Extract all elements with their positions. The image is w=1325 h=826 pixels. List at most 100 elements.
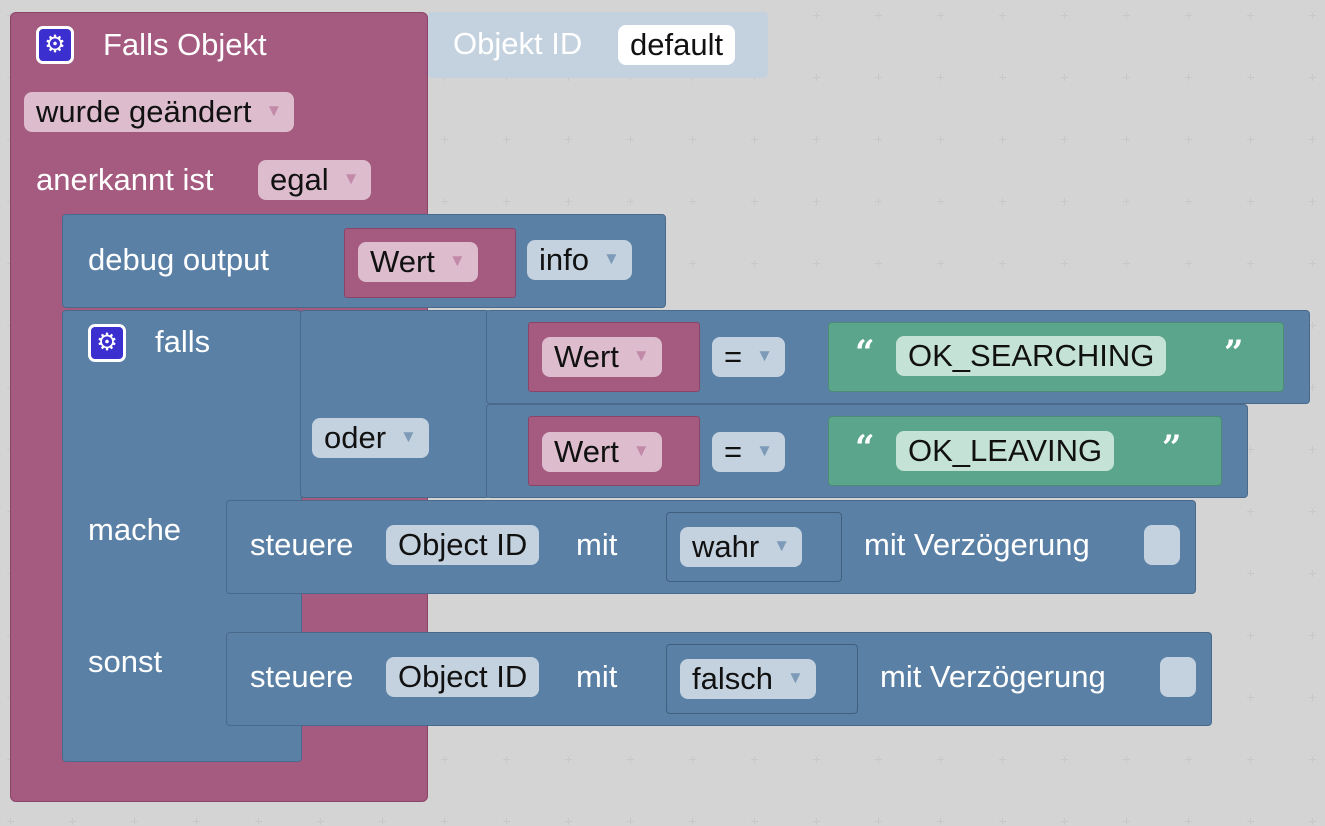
grid-dot [1061, 136, 1068, 143]
logic-or-block[interactable] [300, 310, 490, 498]
control-else-label: steuere [250, 659, 354, 694]
event-title: Falls Objekt [103, 27, 267, 62]
grid-dot [503, 818, 510, 825]
grid-dot [1309, 632, 1316, 639]
grid-dot [317, 818, 324, 825]
grid-dot [813, 12, 820, 19]
control-do-object-id[interactable]: Object ID [386, 525, 540, 565]
cond1-text-value[interactable]: OK_SEARCHING [896, 336, 1167, 376]
grid-dot [1247, 694, 1254, 701]
grid-dot [1061, 756, 1068, 763]
grid-dot [689, 136, 696, 143]
grid-dot [627, 756, 634, 763]
cond2-var-value: Wert [554, 434, 619, 469]
grid-dot [565, 818, 572, 825]
grid-dot [1123, 818, 1130, 825]
grid-dot [937, 260, 944, 267]
control-else-delay-label: mit Verzögerung [880, 659, 1106, 694]
grid-dot [875, 12, 882, 19]
grid-dot [813, 136, 820, 143]
control-do-delay-label: mit Verzögerung [864, 527, 1090, 562]
control-else-value-dropdown[interactable]: falsch▼ [680, 659, 816, 699]
cond2-op-dropdown[interactable]: =▼ [712, 432, 785, 472]
ack-value: egal [270, 162, 329, 197]
debug-label: debug output [88, 242, 270, 277]
grid-dot [565, 136, 572, 143]
cond2-var-dropdown[interactable]: Wert ▼ [542, 432, 662, 472]
debug-var-dropdown[interactable]: Wert▼ [358, 242, 478, 282]
control-do-delay-checkbox[interactable] [1144, 525, 1180, 565]
cond2-op-value: = [724, 434, 743, 469]
triangle-down-icon: ▼ [632, 345, 650, 365]
grid-dot [689, 756, 696, 763]
grid-dot [1247, 136, 1254, 143]
grid-dot [1185, 198, 1192, 205]
logic-op-value: oder [324, 420, 387, 455]
grid-dot [193, 818, 200, 825]
control-do-value: wahr [692, 529, 760, 564]
grid-dot [1123, 12, 1130, 19]
grid-dot [999, 74, 1006, 81]
grid-dot [875, 818, 882, 825]
triangle-down-icon: ▼ [773, 535, 791, 555]
grid-dot [751, 136, 758, 143]
grid-dot [441, 136, 448, 143]
grid-dot [1247, 818, 1254, 825]
grid-dot [1061, 74, 1068, 81]
triangle-down-icon: ▼ [342, 168, 360, 188]
grid-dot [1185, 260, 1192, 267]
debug-level-dropdown[interactable]: info▼ [527, 240, 632, 280]
grid-dot [751, 756, 758, 763]
grid-dot [131, 818, 138, 825]
grid-dot [999, 260, 1006, 267]
control-do-value-dropdown[interactable]: wahr ▼ [680, 527, 803, 567]
grid-dot [999, 756, 1006, 763]
logic-op-dropdown[interactable]: oder▼ [312, 418, 429, 458]
grid-dot [937, 756, 944, 763]
control-else-object-id[interactable]: Object ID [386, 657, 540, 697]
object-id-block[interactable]: Objekt ID default [428, 12, 768, 78]
grid-dot [1309, 260, 1316, 267]
grid-dot [1247, 570, 1254, 577]
triangle-down-icon: ▼ [602, 248, 620, 268]
debug-var-value: Wert [370, 244, 435, 279]
grid-dot [1309, 198, 1316, 205]
cond1-var-dropdown[interactable]: Wert▼ [542, 337, 662, 377]
grid-dot [379, 818, 386, 825]
grid-dot [751, 198, 758, 205]
grid-dot [875, 136, 882, 143]
control-else-delay-checkbox[interactable] [1160, 657, 1196, 697]
grid-dot [1247, 12, 1254, 19]
object-id-value[interactable]: default [618, 25, 736, 65]
cond1-op-value: = [724, 339, 743, 374]
trigger-value: wurde geändert [36, 94, 252, 129]
grid-dot [627, 136, 634, 143]
grid-dot [565, 198, 572, 205]
ack-dropdown[interactable]: egal ▼ [258, 160, 372, 200]
control-else-with: mit [576, 659, 618, 694]
grid-dot [1123, 136, 1130, 143]
grid-dot [813, 260, 820, 267]
grid-dot [7, 818, 14, 825]
grid-dot [1123, 74, 1130, 81]
grid-dot [1309, 570, 1316, 577]
triangle-down-icon: ▼ [632, 440, 650, 460]
grid-dot [999, 12, 1006, 19]
grid-dot [1309, 74, 1316, 81]
grid-dot [999, 136, 1006, 143]
grid-dot [875, 198, 882, 205]
grid-dot [1185, 74, 1192, 81]
grid-dot [813, 818, 820, 825]
grid-dot [627, 818, 634, 825]
if-gear-icon[interactable]: ⚙ [88, 324, 126, 362]
grid-dot [1185, 12, 1192, 19]
trigger-dropdown[interactable]: wurde geändert▼ [24, 92, 295, 132]
if-label: falls [155, 324, 211, 359]
triangle-down-icon: ▼ [756, 440, 773, 460]
cond2-text-value[interactable]: OK_LEAVING [896, 431, 1115, 471]
event-gear-icon[interactable]: ⚙ [36, 26, 74, 64]
cond1-op-dropdown[interactable]: =▼ [712, 337, 785, 377]
grid-dot [813, 74, 820, 81]
else-label: sonst [88, 644, 163, 679]
grid-dot [503, 198, 510, 205]
